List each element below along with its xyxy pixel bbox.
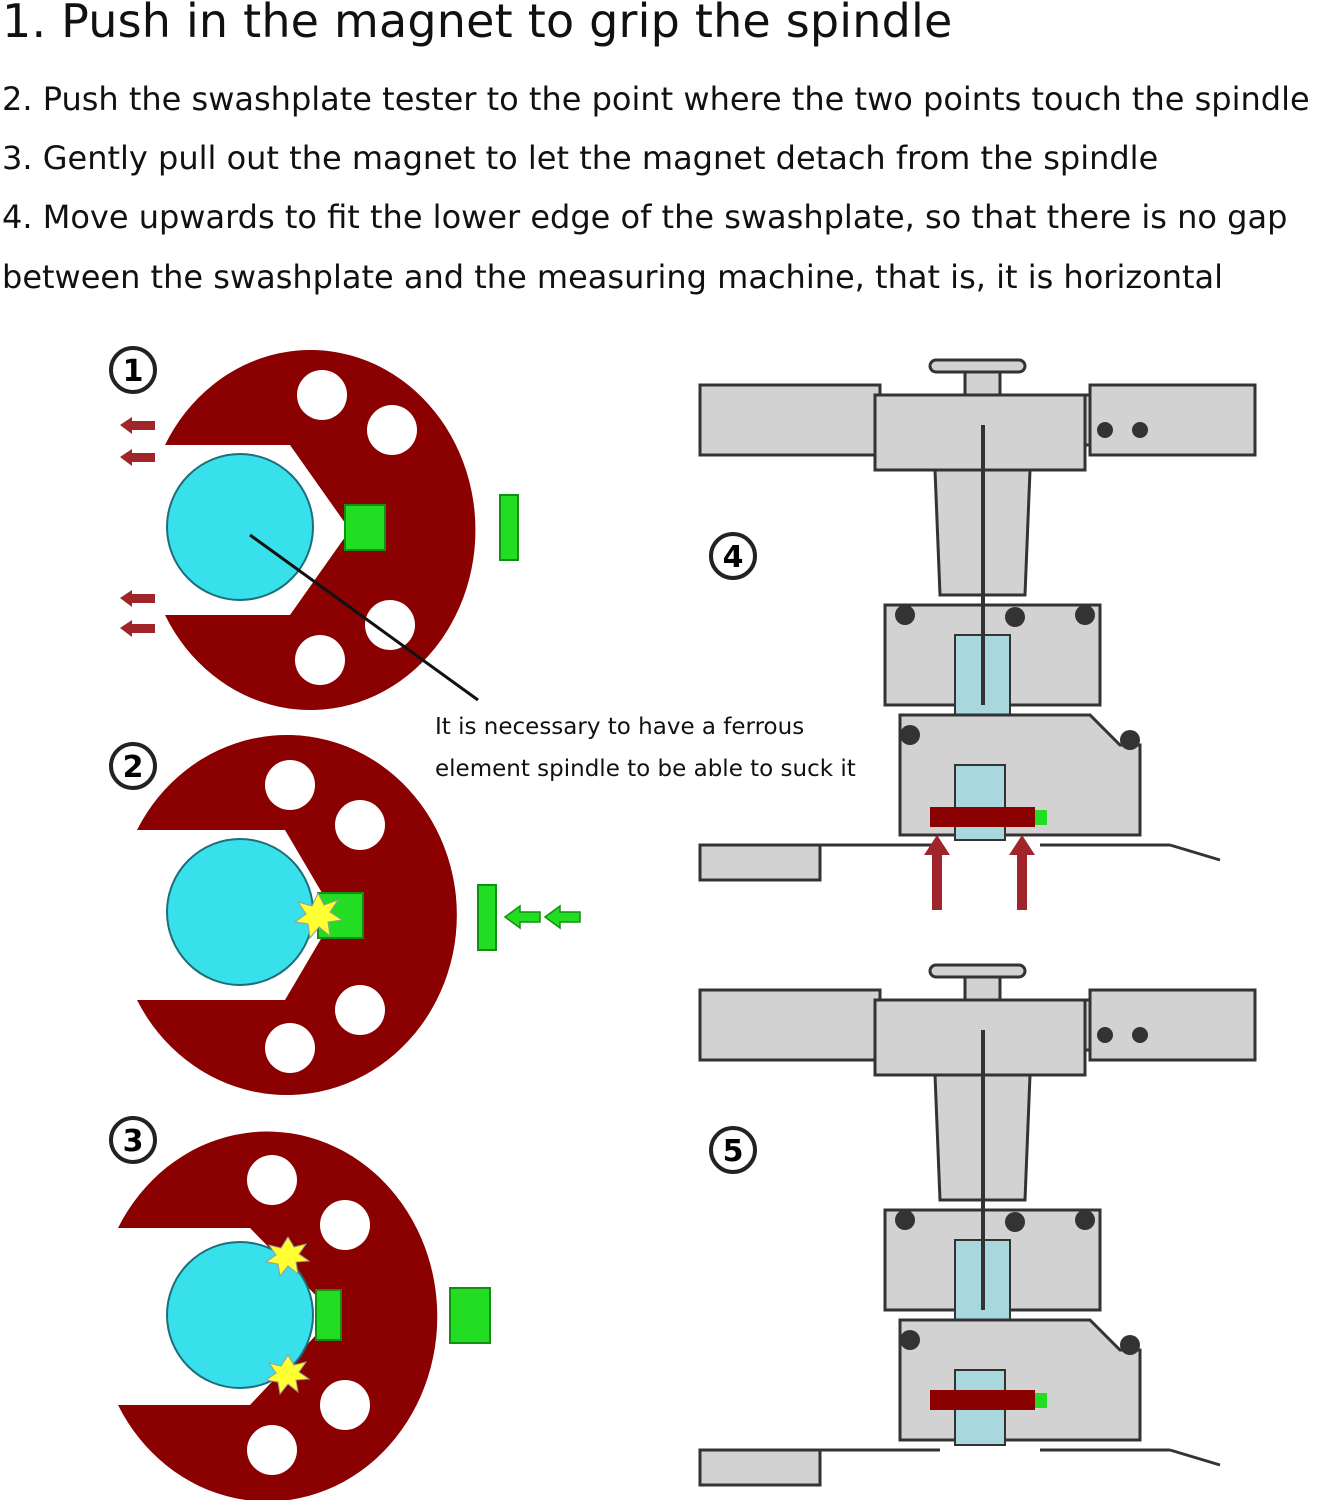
- step-marker-1: 1: [109, 346, 157, 394]
- magnet-knob: [499, 494, 519, 561]
- magnet-knob: [449, 1287, 491, 1344]
- svg-text:3: 3: [123, 1124, 144, 1159]
- magnet-side-view: [1035, 810, 1047, 825]
- tester-side-view: [930, 807, 1035, 827]
- tester-step-3: [118, 1131, 491, 1500]
- rotor-head-step-5: [698, 963, 1257, 1487]
- note-line-2: element spindle to be able to suck it: [435, 756, 856, 782]
- disc-hole: [320, 1380, 370, 1430]
- push-arrows: [503, 904, 581, 930]
- tester-side-view: [930, 1390, 1035, 1410]
- spindle-circle: [166, 453, 314, 601]
- svg-text:4: 4: [723, 540, 744, 575]
- page-title: 1. Push in the magnet to grip the spindl…: [2, 0, 953, 48]
- rotor-head-step-4: [698, 358, 1257, 910]
- step-marker-5: 5: [709, 1126, 757, 1174]
- spindle-circle: [166, 1241, 314, 1389]
- step-marker-4: 4: [709, 532, 757, 580]
- disc-hole: [247, 1425, 297, 1475]
- magnet: [344, 504, 386, 551]
- disc-hole: [365, 600, 415, 650]
- svg-text:5: 5: [723, 1134, 744, 1169]
- contact-spark: [264, 1236, 311, 1278]
- disc-hole: [297, 370, 347, 420]
- magnet: [315, 1289, 342, 1341]
- pull-arrows: [120, 417, 155, 637]
- disc-hole: [335, 985, 385, 1035]
- disc-hole: [247, 1155, 297, 1205]
- disc-hole: [295, 635, 345, 685]
- disc-hole: [265, 1023, 315, 1073]
- svg-text:1: 1: [123, 354, 144, 389]
- disc-hole: [367, 405, 417, 455]
- svg-text:2: 2: [123, 750, 144, 785]
- tester-step-2: [137, 735, 581, 1095]
- step-marker-2: 2: [109, 742, 157, 790]
- step-marker-3: 3: [109, 1116, 157, 1164]
- note-line-1: It is necessary to have a ferrous: [435, 714, 804, 740]
- pointer-line: [249, 533, 479, 702]
- magnet-knob: [477, 884, 497, 951]
- spindle-circle: [166, 838, 314, 986]
- lift-arrows: [924, 835, 1035, 910]
- contact-spark: [264, 1354, 311, 1396]
- contact-spark: [293, 891, 344, 940]
- step-4-text-line1: 4. Move upwards to fit the lower edge of…: [2, 198, 1288, 236]
- disc-hole: [335, 800, 385, 850]
- step-4-text-line2: between the swashplate and the measuring…: [2, 258, 1224, 296]
- disc-hole: [265, 760, 315, 810]
- step-2-text: 2. Push the swashplate tester to the poi…: [2, 80, 1310, 118]
- tester-step-1: [120, 350, 519, 710]
- disc-hole: [320, 1200, 370, 1250]
- magnet-side-view: [1035, 1393, 1047, 1408]
- step-3-text: 3. Gently pull out the magnet to let the…: [2, 139, 1159, 177]
